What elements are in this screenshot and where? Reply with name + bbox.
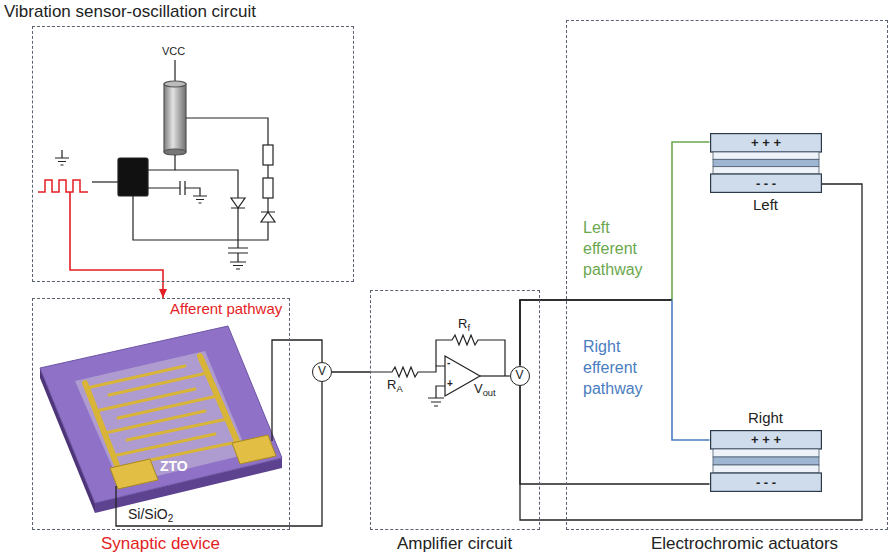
- wire-segment: [520, 300, 672, 366]
- wire-segment: [520, 184, 862, 520]
- arrow-head: [159, 289, 167, 298]
- part-label: +: [447, 379, 453, 389]
- voltmeter-label: V: [313, 363, 331, 381]
- wire-segment: [332, 371, 370, 372]
- part-label: Vout: [474, 382, 496, 397]
- wire-segment: [290, 382, 322, 526]
- connector: [159, 282, 167, 298]
- connector: [520, 300, 710, 440]
- connector: [290, 382, 322, 526]
- part-label: - - -: [710, 473, 822, 492]
- voltmeter-label: V: [511, 367, 529, 385]
- part-label: ZTO: [160, 458, 188, 474]
- node-label: Synaptic device: [32, 534, 290, 554]
- circuit-panel: Vibration sensor-oscillation circuit: [32, 26, 354, 282]
- node-label: Amplifier circuit: [370, 534, 540, 554]
- node-label: Left: [710, 196, 822, 213]
- connector: [520, 386, 710, 485]
- part-label: RA: [387, 378, 403, 393]
- film-layer: [713, 465, 819, 473]
- voltmeter-symbol: V: [510, 366, 530, 386]
- amplifier-panel: Amplifier circuitV: [370, 290, 540, 530]
- device-wire: [116, 340, 290, 526]
- node-label: Right: [710, 409, 822, 426]
- part-label: VCC: [162, 45, 185, 58]
- wire-segment: [520, 300, 672, 366]
- afferent-wire: [70, 192, 163, 282]
- film-layer: [713, 457, 819, 465]
- wire-segment: [672, 142, 710, 300]
- pathway-label: Left efferent pathway: [583, 218, 665, 280]
- pathway-label: Right efferent pathway: [583, 337, 665, 399]
- voltmeter-symbol: V: [312, 362, 332, 382]
- film-layer: [713, 152, 819, 159]
- part-label: + + +: [710, 133, 822, 152]
- part-label: Rf: [458, 317, 470, 332]
- amplifier-drawing: [370, 335, 510, 406]
- film-layer: [713, 159, 819, 166]
- connector: [332, 372, 370, 373]
- film-layer: [713, 449, 819, 457]
- device-panel: Synaptic device: [32, 298, 290, 530]
- connector: [520, 142, 710, 366]
- part-label: Si/SiO2: [128, 506, 173, 522]
- part-label: -: [447, 358, 450, 368]
- pathway-label: Afferent pathway: [170, 300, 282, 317]
- connector: [290, 340, 322, 362]
- oscillation-circuit: [55, 60, 275, 269]
- node-label: Electrochromic actuators: [651, 534, 838, 554]
- wire-segment: [290, 340, 322, 362]
- synaptic-device-drawing: [40, 326, 282, 513]
- wire-segment: [672, 300, 710, 440]
- square-wave: [38, 180, 88, 192]
- part-label: + + +: [710, 430, 822, 449]
- film-layer: [713, 166, 819, 173]
- connector: [520, 184, 862, 520]
- node-label: Vibration sensor-oscillation circuit: [4, 2, 256, 22]
- part-label: - - -: [710, 174, 822, 193]
- wire-segment: [520, 386, 710, 485]
